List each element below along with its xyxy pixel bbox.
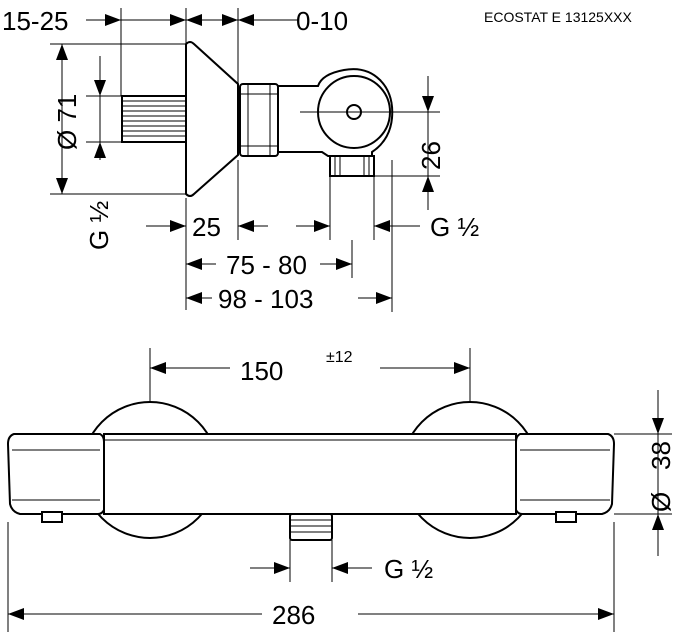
hex-nut [239,83,279,157]
dim-wall-gap: 15-25 [2,6,69,36]
dim-thread-left: G ½ [84,56,122,250]
dim-38-text: 38 [646,441,676,470]
dim-75-80-text: 75 - 80 [226,250,307,280]
dim-98-103-text: 98 - 103 [218,284,313,314]
dim-front-diameter: Ø [646,492,676,512]
dim-front-thread-text: G ½ [384,554,433,584]
model-label: ECOSTAT E 13125XXX [484,9,633,25]
dim-150-tolerance: ±12 [326,349,353,366]
handle-left-foot [41,511,63,523]
dim-25-row: 25 G ½ [146,160,479,310]
handle-left [6,433,105,515]
dim-38: 38 Ø [614,390,676,556]
handle-right [515,433,616,515]
handle-right-foot [555,511,577,523]
dim-diameter: Ø 71 [52,94,82,150]
dim-top-row: 15-25 0-10 [2,6,348,96]
dim-286-text: 286 [272,600,315,630]
dim-thread-left-text: G ½ [84,201,114,250]
dim-diameter-71: Ø 71 [50,43,186,195]
dim-thread-right: G ½ [430,212,479,242]
dim-150-text: 150 [240,356,283,386]
side-view [121,41,420,197]
dim-front-thread: G ½ [250,540,433,584]
dim-98-103: 98 - 103 [186,160,393,314]
dim-offset: 0-10 [296,6,348,36]
dim-286: 286 [7,522,615,632]
wall-rosette [185,41,239,197]
thermostat-body [103,433,517,515]
dim-26: 26 [374,76,446,210]
threaded-connector [121,95,187,143]
bottom-outlet [329,155,375,177]
front-view [6,401,616,541]
dim-75-80: 75 - 80 [186,240,353,280]
dim-25: 25 [192,212,221,242]
dim-26-text: 26 [416,141,446,170]
front-outlet [289,513,333,541]
dim-150: 150 ±12 [149,346,471,402]
